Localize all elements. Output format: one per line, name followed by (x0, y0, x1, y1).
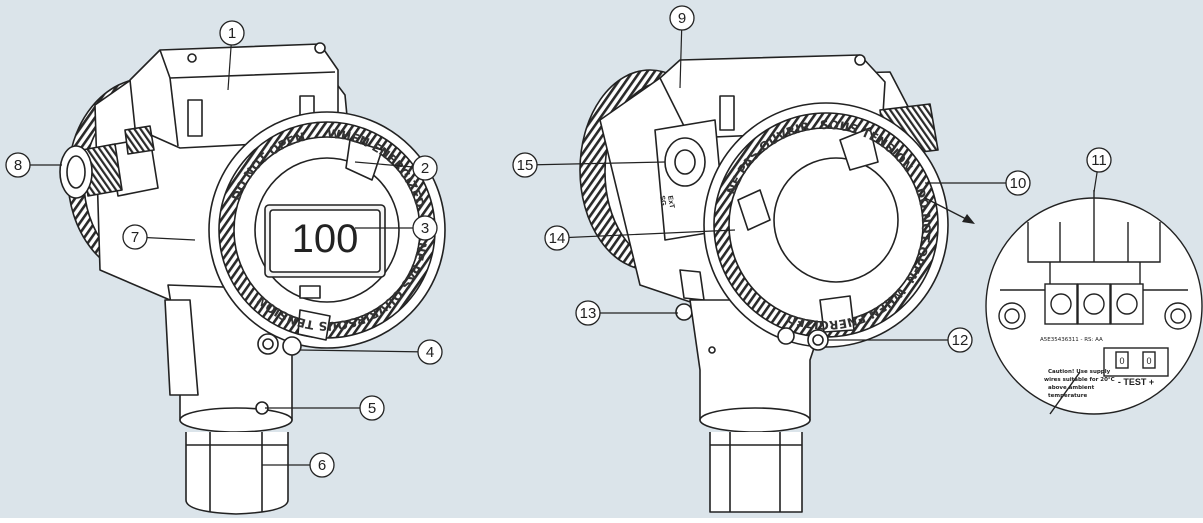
callout-number-3: 3 (421, 220, 429, 237)
callout-number-7: 7 (131, 229, 139, 246)
callout-circle-10 (1005, 170, 1031, 196)
callout-leader-4 (299, 349, 431, 353)
callout-circle-12 (947, 327, 973, 353)
callout-circle-3 (412, 215, 438, 241)
process-connection (709, 432, 803, 513)
blind-cover (773, 157, 899, 283)
callout-circle-7 (122, 224, 148, 250)
test-label: - TEST + (1118, 377, 1154, 387)
caution-line-1: Caution! Use supply (1048, 369, 1111, 375)
terminal-board (985, 190, 1203, 415)
detail-arrowhead (962, 214, 975, 224)
callout-leader-15 (524, 161, 666, 166)
caution-line-2: wires suitable for 20°C (1044, 377, 1115, 383)
display-reading: 100 (292, 217, 359, 261)
callout-number-1: 1 (228, 25, 236, 42)
callout-number-6: 6 (318, 457, 326, 474)
terminal-mark-1: 0 (1119, 356, 1124, 366)
cover-screw (314, 42, 326, 54)
callout-circle-15 (512, 152, 538, 178)
left-transmitter (59, 42, 446, 515)
housing-rib (187, 99, 203, 137)
part-number: A5E35436311 - RS: AA (1040, 337, 1103, 343)
callout-circle-13 (575, 300, 601, 326)
callout-number-15: 15 (517, 157, 534, 174)
earth-screw (675, 303, 693, 321)
callout-number-11: 11 (1091, 152, 1107, 169)
cover-screw (854, 54, 866, 66)
callout-number-12: 12 (952, 332, 969, 349)
callout-circle-5 (359, 395, 385, 421)
callout-circle-11 (1086, 147, 1112, 173)
callout-number-8: 8 (14, 157, 22, 174)
callout-circle-9 (669, 5, 695, 31)
callout-circle-8 (5, 152, 31, 178)
callout-circle-4 (417, 339, 443, 365)
cover-tab (345, 139, 383, 181)
callout-number-10: 10 (1010, 175, 1027, 192)
detail-arrow (924, 197, 969, 221)
callout-number-9: 9 (678, 10, 686, 27)
plug-label-1: ExT (666, 195, 675, 210)
callout-number-13: 13 (580, 305, 597, 322)
caution-line-3: above ambient (1048, 385, 1095, 391)
callout-leader-14 (556, 229, 736, 239)
test-terminals (1103, 347, 1169, 377)
callout-circle-14 (544, 225, 570, 251)
callout-circle-6 (309, 452, 335, 478)
right-transmitter (579, 54, 949, 513)
callout-number-5: 5 (368, 400, 376, 417)
callout-number-2: 2 (421, 160, 429, 177)
callout-circle-2 (412, 155, 438, 181)
callout-number-4: 4 (426, 344, 434, 361)
callout-circle-1 (219, 20, 245, 46)
terminal-mark-2: 0 (1146, 356, 1151, 366)
plug-label-2: SG (658, 195, 667, 207)
callout-number-14: 14 (549, 230, 566, 247)
caution-line-4: temperature (1048, 393, 1087, 399)
